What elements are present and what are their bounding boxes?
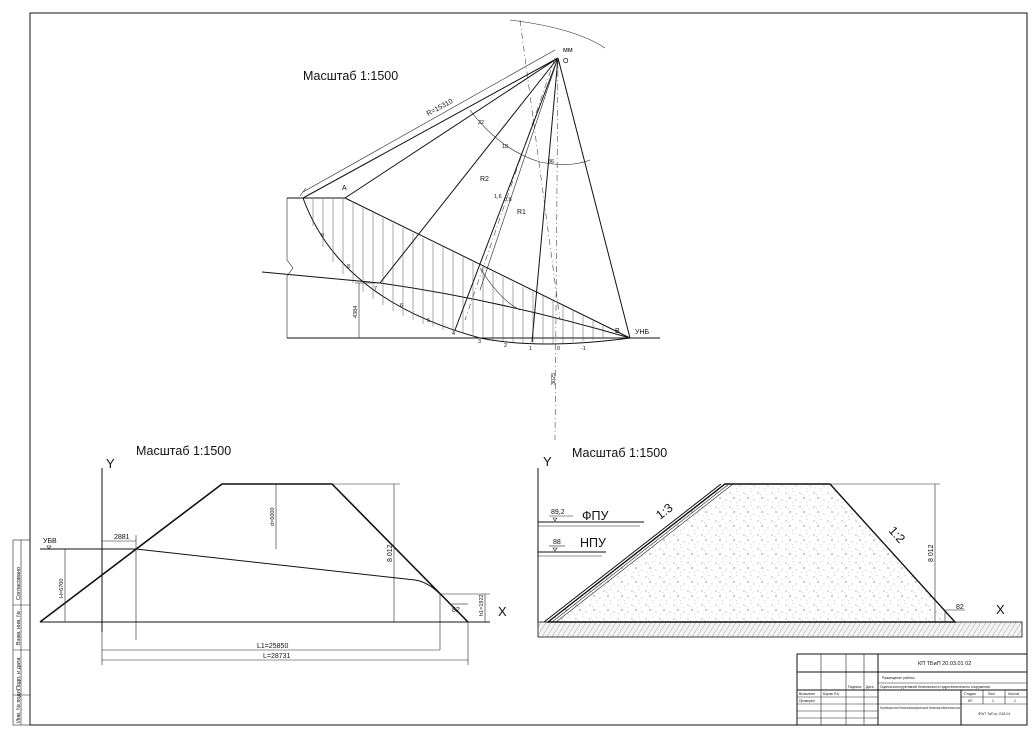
label-small-08: 0,8 (504, 197, 512, 203)
dim-82-right: 82 (956, 604, 964, 611)
head-sheets: Листов (1008, 692, 1019, 696)
dim-l1: L1=25850 (257, 643, 288, 650)
slice-hatching (312, 199, 604, 344)
strip-label-replace: Взам. инв. № (16, 611, 22, 645)
fpu-value: 89,2 (551, 509, 565, 516)
row-checked: Проверил (799, 699, 815, 703)
strip-label-agreed: Согласовано (16, 567, 22, 600)
label-mm: мм (563, 47, 573, 54)
dim-2881: 2881 (114, 534, 130, 541)
dim-h: H=6700 (59, 579, 65, 598)
sheet-value: 1 (992, 699, 994, 703)
slice-number: 5 (427, 318, 430, 324)
dim-3025: 3025 (551, 373, 557, 385)
slice-number: -1 (581, 346, 586, 352)
head-stage: Стадия (964, 692, 976, 696)
dim-h1: h1=1922 (479, 594, 485, 616)
dim-l: L=28731 (263, 653, 291, 660)
left-side-strip: Инв. № подл. Подп. и дата Взам. инв. № С… (12, 539, 31, 726)
developer: Бирюк Р.А. (823, 692, 840, 696)
label-r2: R2 (480, 176, 489, 183)
doc-code: КП ТБиП 20.03.01 02 (918, 661, 971, 667)
left-scale-label: Масштаб 1:1500 (136, 444, 231, 458)
label-b: В (615, 328, 620, 335)
slice-number: 4 (452, 331, 455, 337)
subject: Оценка конструктивной безопасности гидро… (880, 685, 990, 689)
slip-circle-diagram: Масштаб 1:1500 (261, 19, 660, 441)
dim-d: d=6000 (270, 507, 276, 526)
dim-4384: 4384 (353, 306, 359, 318)
slope-down: 1:2 (886, 524, 908, 546)
slope-up: 1:3 (653, 501, 675, 523)
label-ubv: УБВ (43, 538, 57, 545)
slice-number: 6 (400, 303, 403, 309)
col-date: Дата (866, 685, 874, 689)
label-angle-22: 22 (478, 120, 484, 126)
fpu-label: ФПУ (582, 509, 608, 523)
row-developed: Выполнил (799, 692, 815, 696)
dam-cross-section: Масштаб 1:1500 Y X 89,2 ФПУ 88 НПУ 1:3 1… (537, 446, 1023, 638)
dim-8012-left: 8 012 (387, 544, 394, 562)
slice-number: 7 (374, 286, 377, 292)
label-unb: УНБ (635, 329, 650, 336)
sheet-note: Размещение работы (882, 676, 915, 680)
label-a: А (342, 185, 347, 192)
stage-value: КП (968, 699, 973, 703)
slice-number: 1 (529, 346, 532, 352)
label-small-16: 1,6 (494, 194, 502, 200)
label-angle-18: 18 (502, 144, 508, 150)
right-axis-y: Y (543, 454, 552, 469)
upper-scale-label: Масштаб 1:1500 (303, 69, 398, 83)
npu-value: 88 (553, 539, 561, 546)
drawing-title: Поперечный разрез плотины. Расчетная схе… (880, 706, 960, 710)
npu-label: НПУ (580, 536, 606, 550)
sheet-frame (29, 12, 1028, 726)
label-r1: R1 (517, 209, 526, 216)
col-sign: Подпись (848, 685, 862, 689)
org: ФГиТ ТиП гр. Б18-01 (978, 712, 1010, 716)
dim-8012-right: 8 012 (928, 544, 935, 562)
filtration-scheme: Масштаб 1:1500 Y X УБВ (39, 444, 507, 665)
slice-number: 0 (557, 346, 560, 352)
strip-label-sign: Подп. и дата (16, 657, 22, 690)
right-scale-label: Масштаб 1:1500 (572, 446, 667, 460)
right-axis-x: X (996, 602, 1005, 617)
label-o: О (563, 58, 569, 65)
label-angle-36: 36 (548, 159, 554, 165)
slice-number: 9 (321, 233, 324, 239)
head-sheet: Лист (988, 692, 996, 696)
strip-label-inv: Инв. № подл. (16, 688, 22, 723)
slice-number: 3 (478, 339, 481, 345)
left-axis-y: Y (106, 456, 115, 471)
sheets-value: 1 (1014, 699, 1016, 703)
slice-number: 8 (347, 264, 350, 270)
left-axis-x: X (498, 604, 507, 619)
dim-82-left: 82 (452, 607, 460, 614)
title-block: КП ТБиП 20.03.01 02 Размещение работы Оц… (796, 653, 1028, 726)
slice-number: 2 (504, 343, 507, 349)
